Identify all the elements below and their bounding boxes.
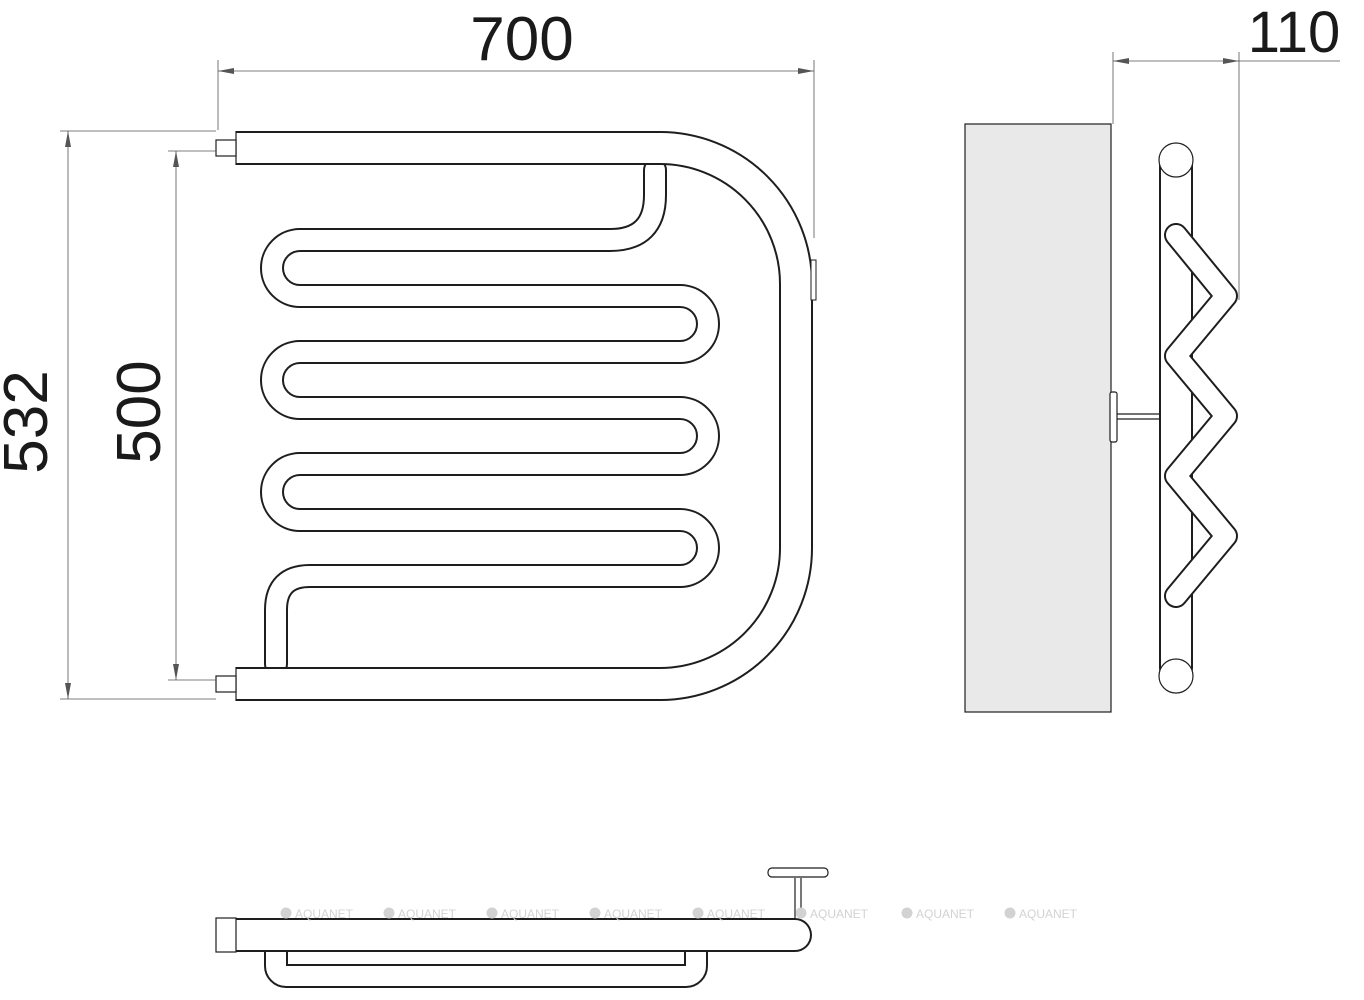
bottom-end-cap — [1158, 658, 1194, 694]
height-axis-label: 500 — [105, 360, 174, 463]
watermark-text: AQUANET — [398, 907, 457, 921]
top-view-inlet-stub — [215, 917, 237, 953]
dimension-height-axis: 500 — [105, 150, 216, 681]
watermark: AQUANET — [1004, 907, 1078, 921]
watermark-strip: AQUANET AQUANET AQUANET AQUANET AQUANET … — [280, 907, 1078, 921]
watermark: AQUANET — [589, 907, 663, 921]
top-inlet-stub — [215, 139, 237, 157]
watermark-text: AQUANET — [295, 907, 354, 921]
watermark: AQUANET — [692, 907, 766, 921]
dimension-depth: 110 — [1112, 0, 1340, 300]
bottom-inlet-stub — [215, 675, 237, 693]
wall-flange — [1109, 391, 1118, 443]
watermark-text: AQUANET — [501, 907, 560, 921]
watermark-text: AQUANET — [916, 907, 975, 921]
watermark: AQUANET — [383, 907, 457, 921]
side-zigzag-coil — [1164, 223, 1238, 608]
watermark-text: AQUANET — [707, 907, 766, 921]
height-overall-label: 532 — [0, 370, 61, 473]
top-end-cap — [1158, 142, 1194, 178]
wall — [964, 123, 1112, 713]
watermark: AQUANET — [795, 907, 869, 921]
dimension-height-overall: 532 — [0, 130, 216, 700]
top-view-bracket — [767, 867, 829, 918]
depth-label: 110 — [1248, 0, 1340, 65]
dimension-width: 700 — [217, 5, 815, 238]
top-view — [215, 867, 829, 988]
right-bracket-mark — [810, 259, 817, 301]
top-view-inner-pipe — [264, 924, 708, 988]
serpentine-pipe — [260, 158, 720, 676]
side-view — [964, 123, 1238, 713]
watermark: AQUANET — [486, 907, 560, 921]
watermark: AQUANET — [280, 907, 354, 921]
width-label: 700 — [470, 5, 573, 74]
watermark-text: AQUANET — [1019, 907, 1078, 921]
watermark-text: AQUANET — [810, 907, 869, 921]
front-view — [215, 131, 817, 701]
watermark: AQUANET — [901, 907, 975, 921]
watermark-text: AQUANET — [604, 907, 663, 921]
